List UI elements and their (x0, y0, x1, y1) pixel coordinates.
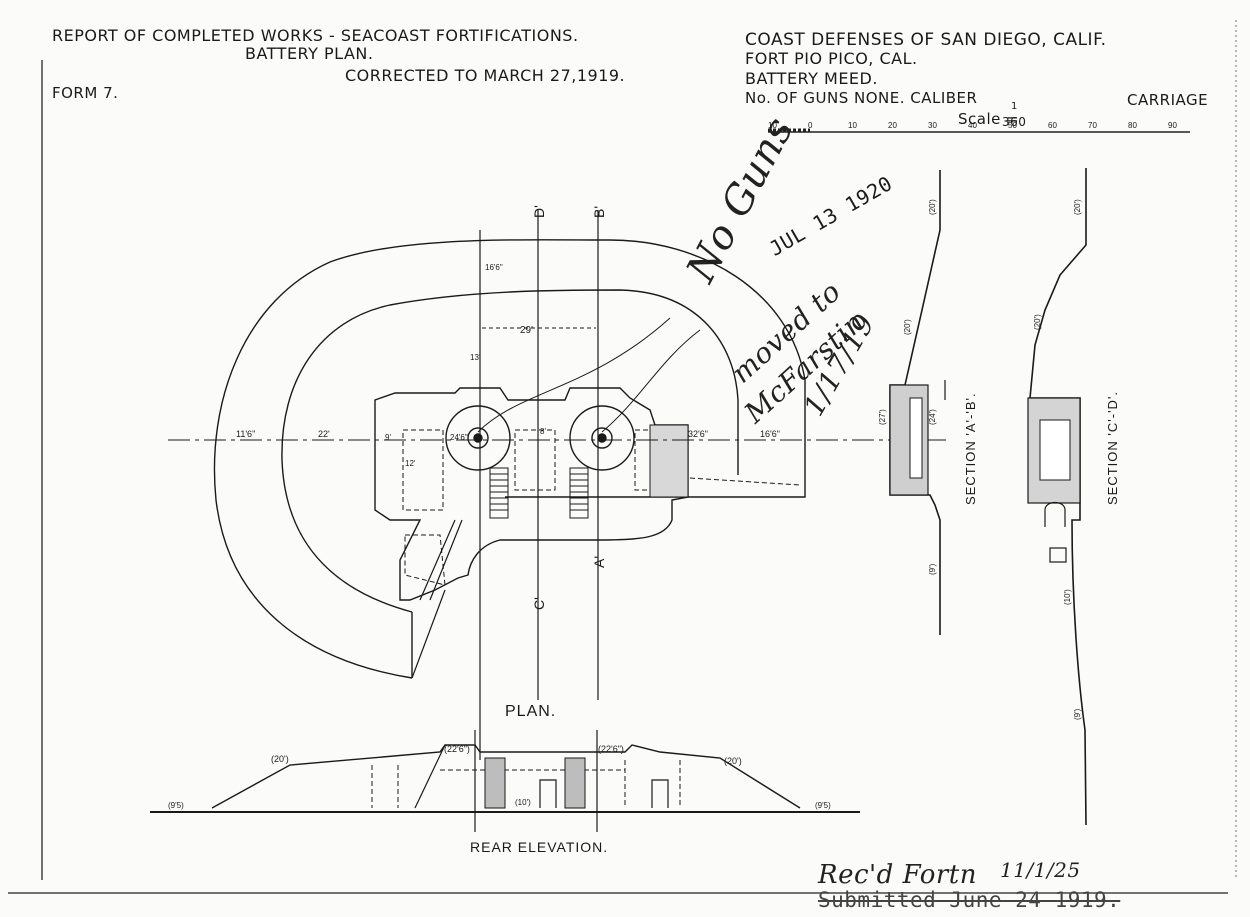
stairs-1 (489, 467, 509, 519)
dim-label: 24'6" (450, 433, 468, 442)
elev-label: (10') (1063, 589, 1072, 605)
elev-label: (20') (271, 754, 289, 764)
elev-label: (20') (1073, 199, 1082, 215)
scale-tick-label: 40 (968, 121, 977, 130)
elev-label: (9') (928, 563, 937, 575)
scale-tick-label: 80 (1128, 121, 1137, 130)
inner-parapet (281, 289, 739, 613)
guns-caliber: No. OF GUNS NONE. CALIBER (745, 89, 978, 107)
scale-bar: 10 0 10 20 30 40 50 60 70 80 90 (768, 121, 1190, 133)
gun-center-1 (467, 427, 489, 449)
received-signature: Rec'd Fortn (818, 860, 977, 890)
battery-name: BATTERY MEED. (745, 69, 878, 88)
carriage-label: CARRIAGE (1127, 91, 1209, 109)
dim-label: 22' (318, 429, 330, 439)
elev-label: (22'6") (444, 744, 470, 754)
elevation-profile (211, 744, 801, 809)
dim-label: 32'6" (688, 429, 708, 439)
gun-pit-1 (445, 405, 511, 471)
scale-label: Scale = (958, 110, 1020, 128)
form-number: FORM 7. (52, 84, 119, 102)
scale-numerator: 1 (1011, 101, 1018, 112)
elev-label: (9') (1073, 708, 1082, 720)
scale-tick-label: 70 (1088, 121, 1097, 130)
scale-tick-label: 20 (888, 121, 897, 130)
dim-label: 29' (520, 325, 533, 336)
section-cd-profile (1029, 168, 1087, 826)
dim-label: 8' (540, 427, 546, 436)
plan-title: PLAN. (505, 703, 556, 720)
elev-label: (20') (903, 319, 912, 335)
scale-tick-label: 0 (808, 121, 813, 130)
elev-label: (20') (1033, 314, 1042, 330)
scale-tick-label: 90 (1168, 121, 1177, 130)
scale-tick-label: 60 (1048, 121, 1057, 130)
scale-tick-label: 10 (848, 121, 857, 130)
section-ab (889, 170, 946, 635)
section-mark-c: C' (531, 597, 547, 610)
section-cd (1027, 168, 1087, 826)
battery-plan-title: BATTERY PLAN. (245, 44, 374, 63)
dim-label: 9' (385, 433, 391, 442)
elev-label: (10') (515, 798, 531, 807)
elev-label: (22'6") (598, 744, 624, 754)
elev-label: (20') (724, 756, 742, 766)
report-title: REPORT OF COMPLETED WORKS - SEACOAST FOR… (52, 26, 579, 45)
leader-line (477, 317, 671, 433)
outer-parapet (213, 239, 806, 679)
elev-label: (9'5) (168, 801, 184, 810)
dim-label: 11'6" (236, 429, 255, 439)
elev-label: (27') (878, 409, 887, 425)
fort-name: FORT PIO PICO, CAL. (745, 49, 918, 68)
leader-line (601, 329, 701, 433)
scale-denominator: 360 (1002, 115, 1027, 129)
gun-center-2 (591, 427, 613, 449)
hatched-room (649, 424, 689, 498)
section-cd-label: SECTION 'C'-'D'. (1105, 391, 1120, 505)
elev-label: (20') (928, 199, 937, 215)
corrected-date: CORRECTED TO MARCH 27,1919. (345, 66, 626, 85)
battery-emplacement (374, 387, 689, 601)
section-ab-label: SECTION 'A'-'B'. (963, 392, 978, 505)
coast-defenses-title: COAST DEFENSES OF SAN DIEGO, CALIF. (745, 30, 1107, 50)
elev-label: (24') (928, 409, 937, 425)
gun-pit-2 (569, 405, 635, 471)
scale-tick-label: 30 (928, 121, 937, 130)
dim-label: 13' (470, 353, 481, 362)
scale-tick-label: 50 (1008, 121, 1017, 130)
dim-label: 12' (405, 459, 416, 468)
elev-label: (9'5) (815, 801, 831, 810)
section-mark-b: B' (591, 206, 607, 218)
section-mark-d: D' (531, 205, 547, 218)
stairs-2 (569, 467, 589, 519)
received-date: 11/1/25 (1000, 858, 1081, 882)
scale-tick-label: 10 (768, 121, 777, 130)
submitted-date: Submitted June 24-1919. (818, 888, 1121, 912)
rear-elevation-title: REAR ELEVATION. (470, 839, 608, 855)
dim-label: 16'6" (485, 263, 503, 272)
rear-elevation (150, 730, 860, 832)
battery-plan (168, 210, 950, 760)
ramp (419, 519, 463, 601)
section-mark-a: A' (591, 556, 607, 568)
dim-label: 16'6" (760, 429, 780, 439)
